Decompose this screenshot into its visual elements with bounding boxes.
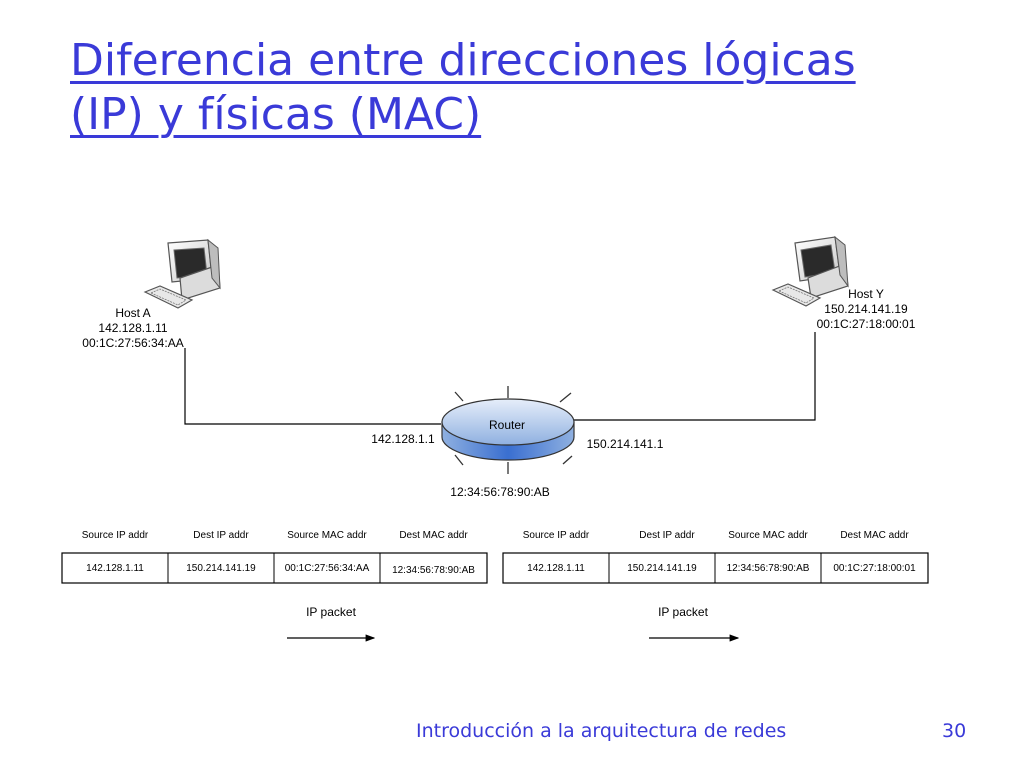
host-a-ip: 142.128.1.11 [98, 321, 168, 335]
packet-right-box [502, 552, 929, 584]
packet-left-src-ip: 142.128.1.11 [86, 563, 144, 574]
packet-right-caption: IP packet [658, 605, 708, 619]
host-y-label: Host Y 150.214.141.19 00:1C:27:18:00:01 [817, 287, 916, 332]
slide-title: Diferencia entre direcciones lógicas (IP… [70, 34, 970, 142]
packet-left-header-src-ip: Source IP addr [81, 530, 149, 541]
packet-right-src-mac: 12:34:56:78:90:AB [726, 563, 810, 574]
router-label: Router [488, 418, 526, 432]
packet-left-header-src-mac: Source MAC addr [287, 530, 367, 541]
router-left-ip: 142.128.1.1 [371, 432, 435, 446]
host-y-mac: 00:1C:27:18:00:01 [816, 317, 916, 331]
router-icon [441, 386, 575, 474]
host-a-mac: 00:1C:27:56:34:AA [82, 336, 184, 350]
link-host-a-router [184, 348, 441, 425]
host-y-name: Host Y [848, 287, 884, 301]
host-a-name: Host A [115, 306, 151, 320]
router-mac: 12:34:56:78:90:AB [450, 485, 550, 499]
packet-left-caption: IP packet [306, 605, 356, 619]
computer-icon-host-y [771, 235, 849, 307]
packet-left-src-mac: 00:1C:27:56:34:AA [284, 563, 370, 574]
host-a-label: Host A 142.128.1.11 00:1C:27:56:34:AA [82, 306, 183, 351]
packet-right-header-src-mac: Source MAC addr [728, 530, 808, 541]
host-y-ip: 150.214.141.19 [824, 302, 908, 316]
packet-left-header-dst-ip: Dest IP addr [193, 530, 249, 541]
link-router-host-y [573, 332, 816, 421]
packet-left-dst-mac: 12:34:56:78:90:AB [392, 565, 475, 576]
packet-right-header-dst-mac: Dest MAC addr [840, 530, 909, 541]
packet-left-header-dst-mac: Dest MAC addr [399, 530, 468, 541]
router-right-ip: 150.214.141.1 [586, 437, 664, 451]
footer-text: Introducción a la arquitectura de redes [416, 720, 787, 742]
page-number: 30 [942, 720, 967, 742]
packet-right-header-src-ip: Source IP addr [522, 530, 590, 541]
packet-right-header-dst-ip: Dest IP addr [639, 530, 695, 541]
computer-icon-host-a [143, 238, 221, 309]
title-line-1: Diferencia entre direcciones lógicas [70, 35, 856, 86]
packet-left-dst-ip: 150.214.141.19 [186, 563, 256, 574]
packet-right-dst-mac: 00:1C:27:18:00:01 [833, 563, 916, 574]
packet-left-box [61, 552, 488, 584]
title-line-2: (IP) y físicas (MAC) [70, 89, 482, 140]
packet-right-src-ip: 142.128.1.11 [527, 563, 585, 574]
packet-right-dst-ip: 150.214.141.19 [627, 563, 697, 574]
